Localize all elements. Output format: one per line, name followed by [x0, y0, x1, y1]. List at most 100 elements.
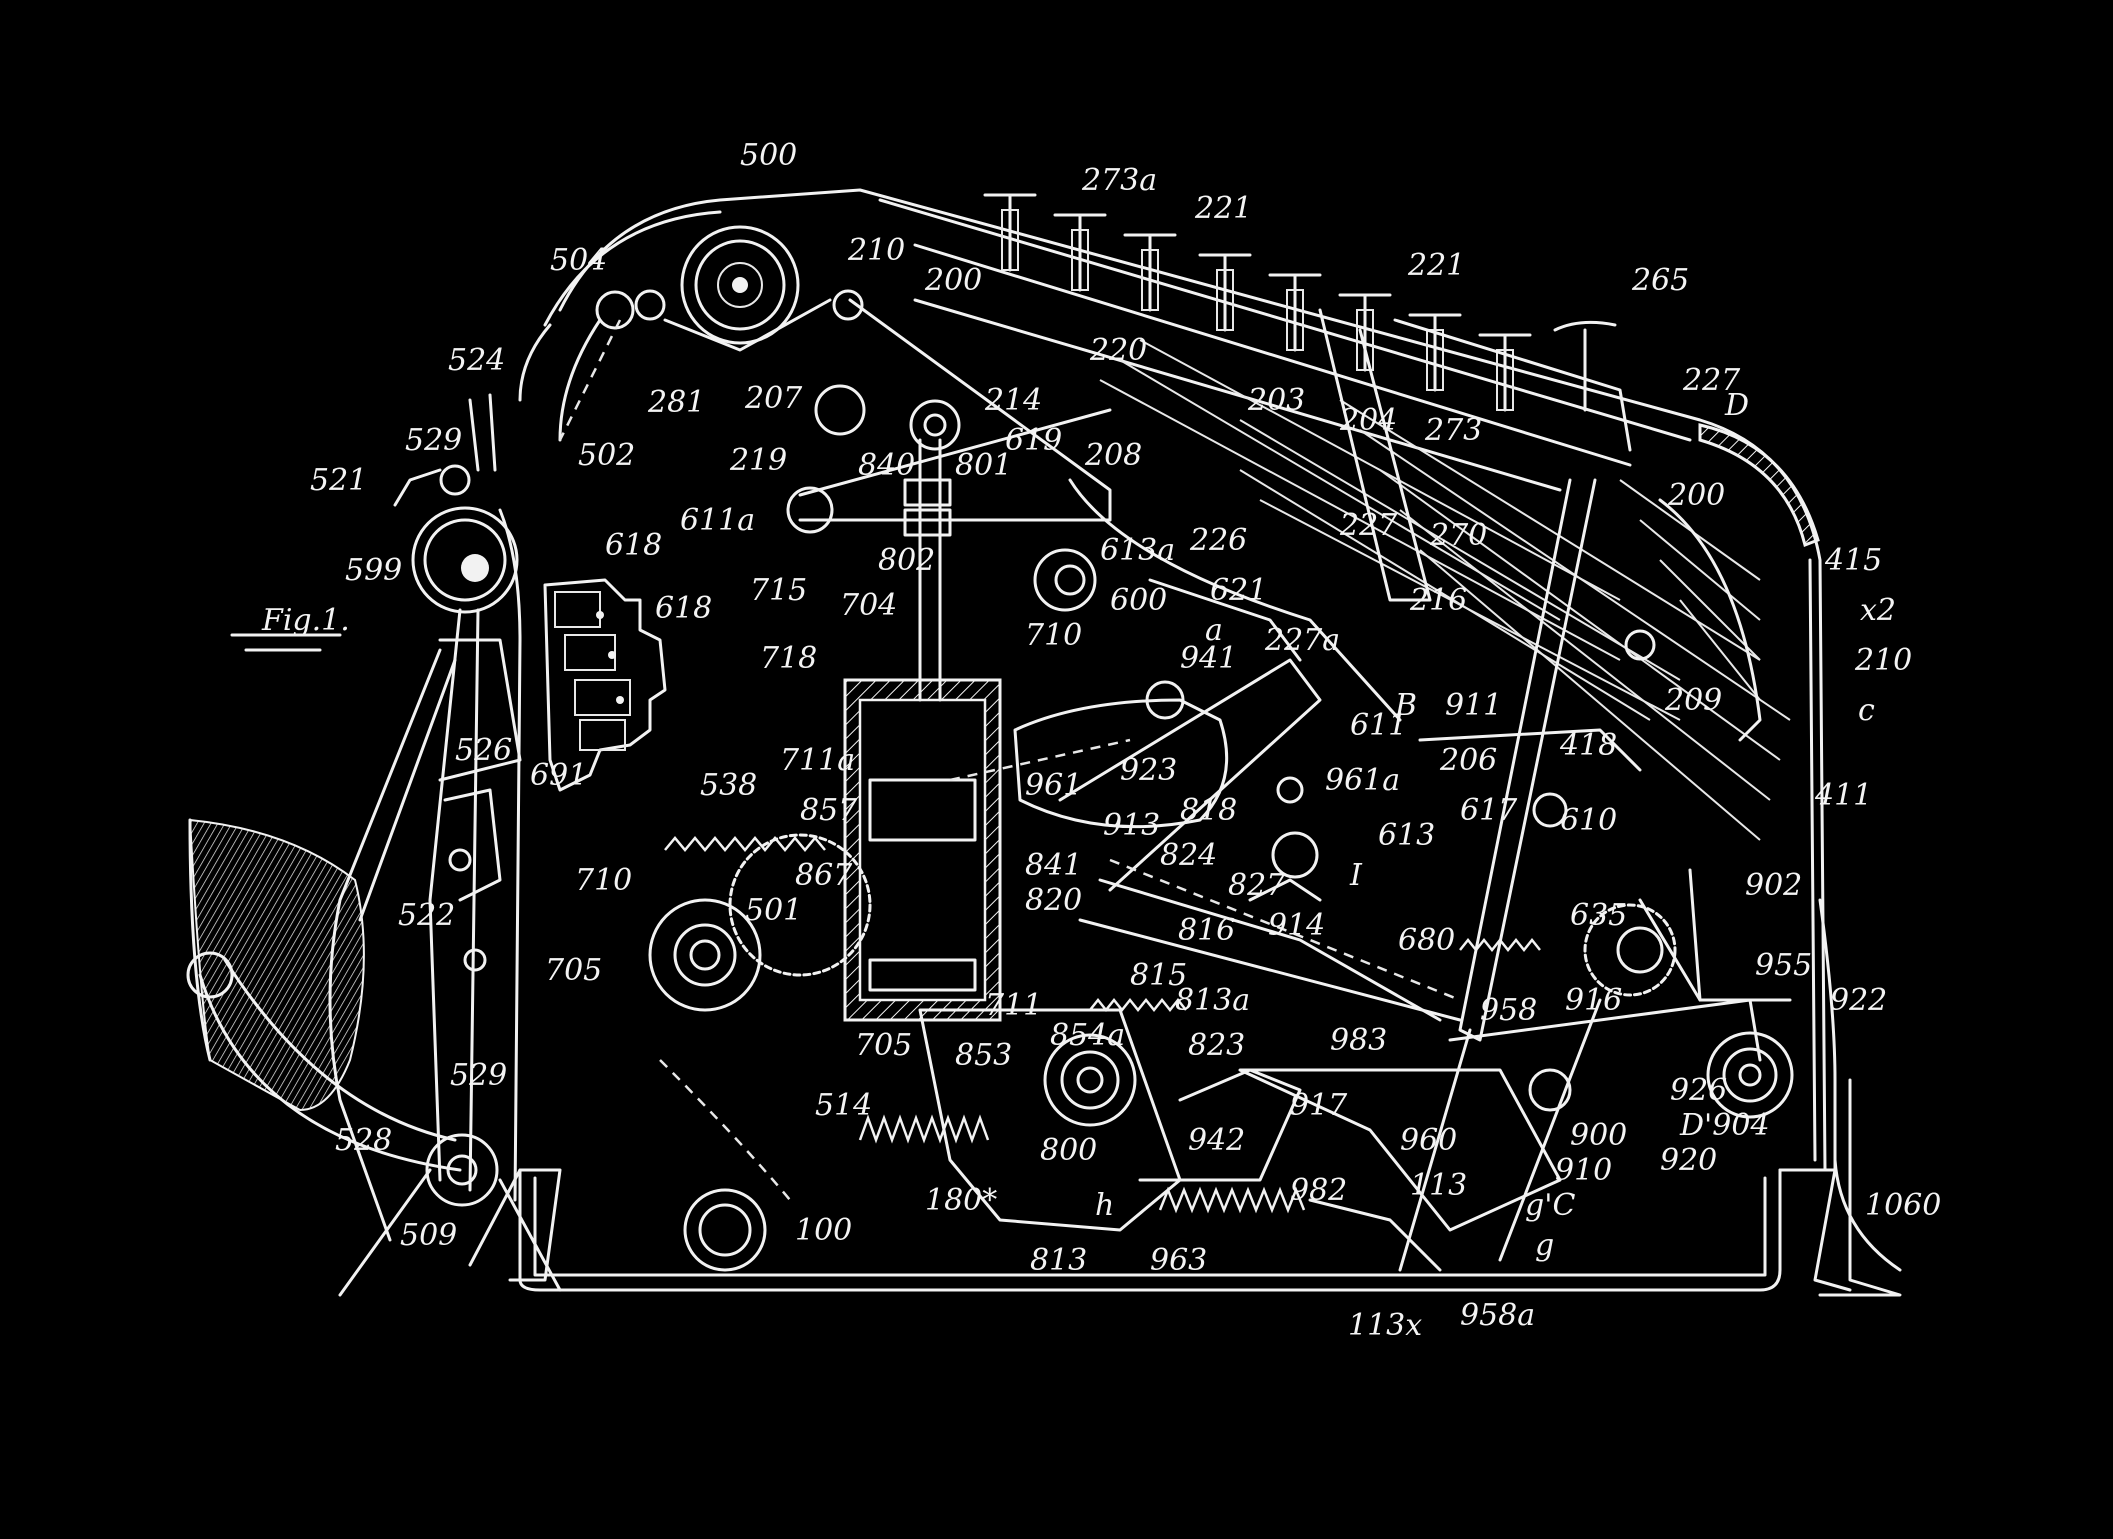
label-a: a: [1205, 613, 1223, 648]
label-526: 526: [455, 733, 512, 768]
label-958a: 958a: [1460, 1298, 1535, 1333]
printing-roller: [558, 225, 1112, 534]
label-916: 916: [1565, 983, 1622, 1018]
label-900: 900: [1570, 1118, 1627, 1153]
label-718: 718: [760, 641, 817, 676]
label-635: 635: [1570, 898, 1627, 933]
label-600: 600: [1110, 583, 1167, 618]
springs: [664, 836, 1541, 1214]
label-960: 960: [1400, 1123, 1457, 1158]
label-963: 963: [1150, 1243, 1207, 1278]
label-910: 910: [1555, 1153, 1612, 1188]
label-818: 818: [1180, 793, 1237, 828]
label-273: 273: [1424, 413, 1482, 448]
label-281: 281: [647, 385, 705, 420]
label-415: 415: [1824, 543, 1882, 578]
base-casing: [468, 898, 1902, 1297]
figure-title-group: Fig.1.: [230, 603, 350, 652]
label-270: 270: [1429, 518, 1487, 553]
label-200-b: 200: [1667, 478, 1725, 513]
label-100: 100: [795, 1213, 852, 1248]
key-1: [983, 193, 1037, 272]
label-705: 705: [545, 953, 602, 988]
label-209: 209: [1664, 683, 1722, 718]
label-180: 180*: [925, 1183, 997, 1218]
label-958: 958: [1480, 993, 1537, 1028]
label-691: 691: [530, 758, 587, 793]
key-9: [1553, 320, 1617, 412]
label-204: 204: [1339, 403, 1397, 438]
label-D: D: [1724, 388, 1749, 423]
label-501: 501: [745, 893, 802, 928]
label-207: 207: [744, 381, 803, 416]
reference-labels: 500 273a 221 221 265 504 210 200 220 227…: [310, 138, 1941, 1343]
label-705-b: 705: [855, 1028, 912, 1063]
key-7: [1408, 313, 1462, 392]
label-922: 922: [1830, 983, 1887, 1018]
type-segment: [543, 578, 667, 792]
label-710: 710: [1025, 618, 1082, 653]
label-524: 524: [448, 343, 505, 378]
label-820: 820: [1025, 883, 1082, 918]
lever-linkage: [659, 308, 1792, 1272]
label-x2: x2: [1860, 593, 1896, 628]
label-961: 961: [1025, 768, 1082, 803]
label-840: 840: [858, 448, 915, 483]
label-827: 827: [1228, 868, 1286, 903]
label-219: 219: [729, 443, 787, 478]
label-911: 911: [1445, 688, 1502, 723]
figure-title: Fig.1.: [261, 603, 350, 638]
label-621: 621: [1210, 573, 1267, 608]
label-216: 216: [1409, 583, 1467, 618]
key-lever-bank: [913, 243, 1791, 841]
label-813a: 813a: [1175, 983, 1250, 1018]
label-617: 617: [1460, 793, 1518, 828]
label-538: 538: [700, 768, 757, 803]
label-206: 206: [1439, 743, 1497, 778]
label-113: 113: [1410, 1168, 1467, 1203]
label-200: 200: [924, 263, 982, 298]
label-715: 715: [750, 573, 807, 608]
label-504: 504: [550, 243, 607, 278]
label-522: 522: [398, 898, 455, 933]
label-913: 913: [1103, 808, 1160, 843]
label-599: 599: [345, 553, 402, 588]
label-902: 902: [1745, 868, 1802, 903]
label-g: g: [1535, 1228, 1554, 1263]
label-867: 867: [795, 858, 853, 893]
label-528: 528: [335, 1123, 392, 1158]
label-521: 521: [310, 463, 367, 498]
paper-feed: [328, 393, 522, 1242]
label-710-b: 710: [575, 863, 632, 898]
label-914: 914: [1268, 908, 1325, 943]
label-1060: 1060: [1865, 1188, 1941, 1223]
label-613a: 613a: [1100, 533, 1175, 568]
key-row: [983, 193, 1617, 412]
key-6: [1338, 293, 1392, 372]
label-854a: 854a: [1050, 1018, 1125, 1053]
label-273a: 273a: [1081, 163, 1157, 198]
label-226: 226: [1189, 523, 1247, 558]
label-823: 823: [1188, 1028, 1245, 1063]
label-210-b: 210: [1854, 643, 1912, 678]
label-801: 801: [955, 448, 1012, 483]
dashpot-cylinder: [843, 438, 1002, 1022]
label-418: 418: [1559, 728, 1617, 763]
label-824: 824: [1160, 838, 1217, 873]
label-221-b: 221: [1407, 248, 1465, 283]
gear-train: [648, 548, 1794, 1272]
crank-handle: [186, 818, 562, 1297]
key-4: [1198, 253, 1252, 332]
label-841: 841: [1025, 848, 1082, 883]
label-961a: 961a: [1325, 763, 1400, 798]
label-618-b: 618: [655, 591, 712, 626]
key-8: [1478, 333, 1532, 412]
label-982: 982: [1290, 1173, 1347, 1208]
label-983: 983: [1330, 1023, 1387, 1058]
label-853: 853: [955, 1038, 1012, 1073]
label-610: 610: [1560, 803, 1617, 838]
label-816: 816: [1178, 913, 1235, 948]
housing-top: [518, 188, 1827, 1172]
label-502: 502: [578, 438, 635, 473]
